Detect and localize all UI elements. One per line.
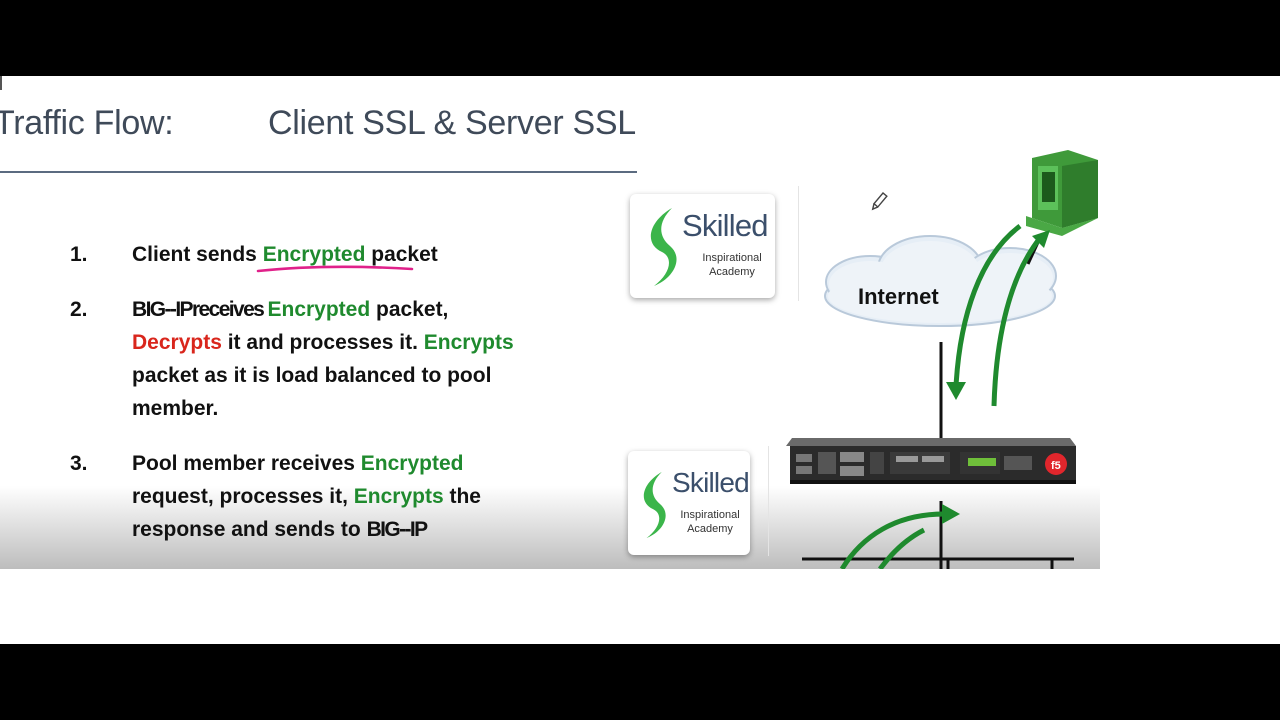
- logo-subtitle-line2: Academy: [709, 266, 755, 278]
- text-segment: Pool member receives: [132, 452, 361, 475]
- divider-line: [798, 186, 799, 301]
- step-number: 1.: [70, 243, 88, 266]
- svg-text:f5: f5: [1051, 460, 1061, 472]
- step-number: 2.: [70, 298, 88, 321]
- load-balancer-device-icon: f5: [786, 438, 1076, 484]
- slide: Traffic Flow: Client SSL & Server SSL 1.…: [0, 76, 1280, 644]
- step-line: member.: [132, 392, 572, 425]
- text-segment: BIG--IP: [366, 518, 429, 541]
- highlight-green: Encrypts: [353, 485, 444, 508]
- step-line: Client sends Encrypted packet: [132, 238, 572, 271]
- step-text: Client sends Encrypted packet: [132, 238, 572, 271]
- logo-word: Skilled: [682, 208, 769, 243]
- text-segment: Client sends: [132, 243, 263, 266]
- step-text: BIG--IPreceives Encrypted packet,Decrypt…: [132, 293, 572, 425]
- title-right: Client SSL & Server SSL: [268, 104, 636, 142]
- step-line: response and sends to BIG--IP: [132, 513, 572, 546]
- skilled-logo-icon: [643, 471, 666, 539]
- skilled-logo-card: Skilled Inspirational Academy: [628, 451, 750, 555]
- logo-subtitle: Inspirational Academy: [670, 508, 750, 536]
- text-segment: BIG--IPreceives: [132, 298, 268, 321]
- highlight-green: Encrypts: [423, 331, 514, 354]
- pen-underline-annotation: [256, 265, 414, 273]
- step-line: request, processes it, Encrypts the: [132, 480, 572, 513]
- step-line: Pool member receives Encrypted: [132, 447, 572, 480]
- step-number: 3.: [70, 452, 88, 475]
- logo-subtitle-line1: Inspirational: [702, 252, 762, 264]
- cursor-mark: [0, 76, 2, 90]
- computer-icon: [1026, 150, 1098, 265]
- title-left: Traffic Flow:: [0, 104, 174, 142]
- network-diagram: Skilled Inspirational Academy Skilled In…: [600, 146, 1100, 569]
- step-line: BIG--IPreceives Encrypted packet,: [132, 293, 572, 326]
- text-segment: packet as it is load balanced to pool: [132, 364, 492, 387]
- bottom-fade: [0, 486, 1100, 569]
- divider-line: [768, 446, 769, 556]
- text-segment: it and processes it.: [221, 331, 424, 354]
- text-segment: response and sends to: [132, 518, 367, 541]
- highlight-green: Encrypted: [267, 298, 371, 321]
- logo-subtitle-line1: Inspirational: [680, 509, 740, 521]
- annotation-pen-icon: [871, 192, 888, 211]
- highlight-green: Encrypted: [360, 452, 464, 475]
- text-segment: request, processes it,: [132, 485, 354, 508]
- internet-label: Internet: [858, 284, 939, 309]
- text-segment: member.: [132, 397, 219, 420]
- cloud-icon: [824, 235, 1057, 327]
- logo-word: Skilled: [672, 467, 750, 498]
- highlight-red: Decrypts: [132, 331, 222, 354]
- skilled-logo-card: Skilled Inspirational Academy: [630, 194, 775, 298]
- text-segment: packet: [365, 243, 438, 266]
- text-segment: packet,: [370, 298, 449, 321]
- bottom-letterbox: [0, 644, 1280, 720]
- logo-subtitle-line2: Academy: [687, 523, 733, 535]
- steps-list: 1. Client sends Encrypted packet 2. BIG--IP…: [0, 76, 620, 569]
- logo-subtitle: Inspirational Academy: [690, 251, 774, 279]
- slide-title: Traffic Flow: Client SSL & Server SSL: [0, 102, 640, 173]
- step-line: packet as it is load balanced to pool: [132, 359, 572, 392]
- title-underline: [0, 171, 637, 173]
- highlight-green: Encrypted: [262, 243, 366, 266]
- skilled-logo-icon: [650, 208, 677, 286]
- network-graphic: f5: [786, 150, 1098, 569]
- text-segment: the: [443, 485, 481, 508]
- step-line: Decrypts it and processes it. Encrypts: [132, 326, 572, 359]
